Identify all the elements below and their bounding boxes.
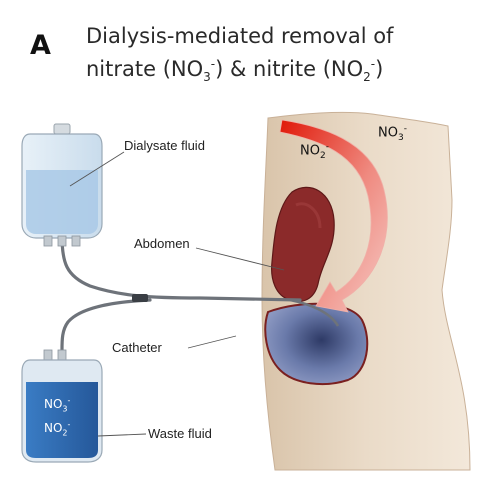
- title-line-2: nitrate (NO3-) & nitrite (NO2-): [86, 50, 393, 91]
- label-no2-body: NO2-: [300, 142, 329, 161]
- leader-catheter: [187, 335, 237, 349]
- inflow-tube: [60, 234, 302, 302]
- label-dialysate-fluid: Dialysate fluid: [124, 138, 205, 153]
- waste-bag: [21, 349, 103, 463]
- tube-connector: [132, 294, 148, 302]
- waste-no3-base: NO: [44, 397, 63, 411]
- title-nitrate-sup: -: [210, 57, 216, 71]
- label-catheter: Catheter: [112, 340, 162, 355]
- no2-sub: 2: [319, 150, 326, 161]
- no3-sub: 3: [397, 132, 404, 143]
- leader-waste: [97, 433, 147, 437]
- no3-sup: -: [403, 124, 407, 134]
- title-nitrite-sup: -: [370, 57, 376, 71]
- outflow-tube: [60, 298, 152, 352]
- title-close: ): [375, 57, 384, 81]
- waste-no3-sub: 3: [62, 404, 68, 414]
- title-connector: ) & nitrite (NO: [215, 57, 364, 81]
- waste-no3-sup: -: [67, 396, 71, 405]
- flow-arrow: [279, 119, 388, 313]
- label-no3-body: NO3-: [378, 124, 407, 143]
- waste-no2-sub: 2: [62, 428, 68, 438]
- figure-title: Dialysis-mediated removal of nitrate (NO…: [86, 22, 393, 91]
- leader-dialysate: [69, 151, 125, 187]
- title-nitrate-sub: 3: [203, 70, 211, 85]
- label-waste-fluid: Waste fluid: [148, 426, 212, 441]
- title-line-1: Dialysis-mediated removal of: [86, 24, 394, 48]
- no2-sup: -: [325, 142, 329, 152]
- label-no2-waste: NO2-: [44, 420, 70, 437]
- title-nitrite-sub: 2: [363, 70, 371, 85]
- catheter-line: [289, 298, 340, 327]
- label-no3-waste: NO3-: [44, 396, 70, 413]
- dialysate-bag: [21, 123, 103, 247]
- no2-base: NO: [300, 143, 320, 159]
- leader-abdomen: [195, 247, 285, 271]
- no3-base: NO: [378, 125, 398, 141]
- waste-no2-sup: -: [67, 420, 71, 429]
- title-nitrate: nitrate (NO: [86, 57, 204, 81]
- panel-letter: A: [30, 30, 51, 61]
- waste-no2-base: NO: [44, 421, 63, 435]
- label-abdomen: Abdomen: [134, 236, 190, 251]
